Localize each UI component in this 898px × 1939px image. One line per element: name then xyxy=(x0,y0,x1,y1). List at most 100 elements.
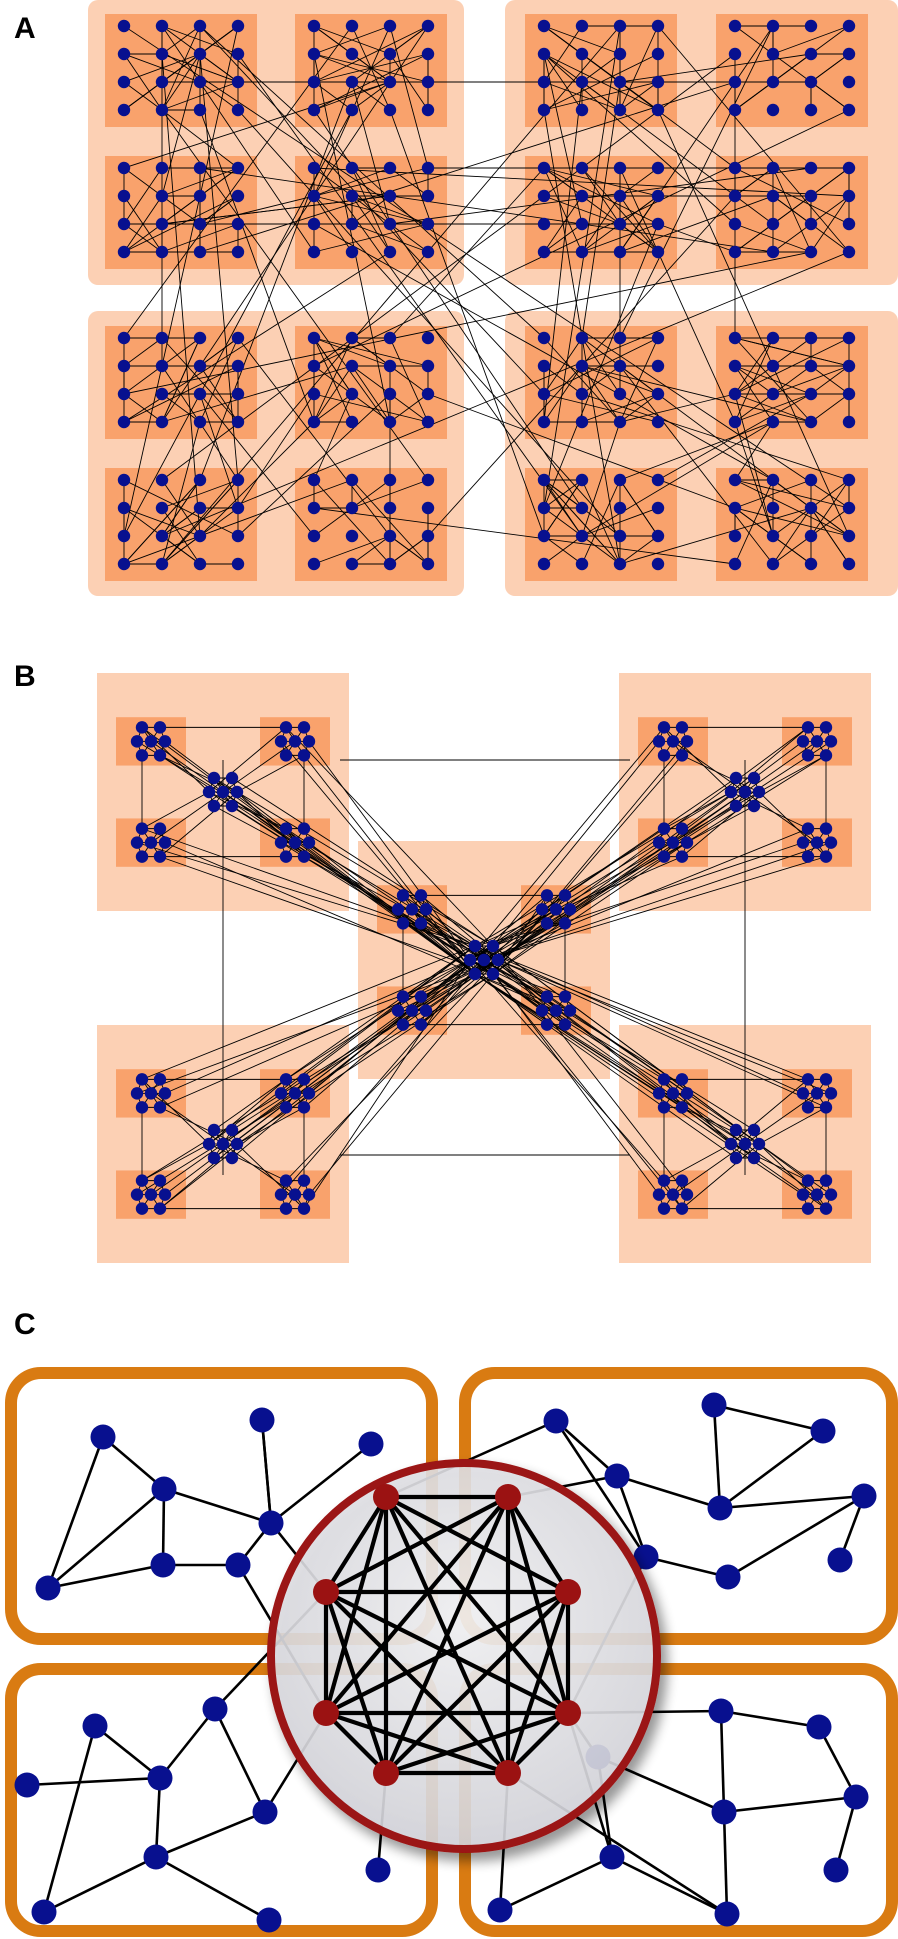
edge xyxy=(713,1403,824,1433)
network-node xyxy=(135,822,149,835)
network-node xyxy=(307,529,321,543)
network-node xyxy=(231,529,245,543)
edge xyxy=(161,25,315,253)
network-node xyxy=(724,1137,738,1151)
edge xyxy=(313,479,391,565)
edge xyxy=(554,1420,648,1558)
network-node xyxy=(117,47,131,61)
edge xyxy=(46,1436,105,1589)
edge xyxy=(213,945,494,1159)
network-node xyxy=(225,771,239,785)
network-node xyxy=(421,217,435,231)
network-node xyxy=(613,387,627,401)
network-node xyxy=(535,1004,549,1017)
network-node xyxy=(575,19,589,33)
network-node xyxy=(414,1018,428,1031)
network-node xyxy=(193,217,207,231)
network-node xyxy=(675,749,689,762)
edge xyxy=(420,923,476,975)
network-node xyxy=(752,785,766,799)
network-node xyxy=(345,359,359,373)
network-node xyxy=(728,103,742,117)
network-node xyxy=(307,75,321,89)
network-node xyxy=(651,415,665,429)
network-node xyxy=(230,785,244,799)
network-node xyxy=(558,990,572,1003)
edge xyxy=(758,754,827,793)
edge xyxy=(734,421,774,537)
network-node xyxy=(297,1174,311,1187)
edge xyxy=(159,1106,238,1145)
network-node xyxy=(537,331,551,345)
network-node xyxy=(135,1101,149,1114)
edge xyxy=(237,109,621,537)
network-node xyxy=(302,1188,316,1201)
network-node xyxy=(90,1424,116,1450)
edge xyxy=(164,959,471,1094)
network-node xyxy=(130,836,144,849)
network-node xyxy=(396,1018,410,1031)
network-node xyxy=(804,245,818,259)
network-node xyxy=(729,771,743,785)
inner-module xyxy=(105,156,257,269)
network-node xyxy=(421,557,435,571)
network-node xyxy=(421,331,435,345)
network-node xyxy=(302,735,316,748)
network-node xyxy=(804,557,818,571)
network-node xyxy=(540,990,554,1003)
edge xyxy=(136,973,494,1196)
network-node xyxy=(150,1552,176,1578)
edge xyxy=(389,167,812,225)
edge xyxy=(313,365,353,423)
network-node xyxy=(279,850,293,863)
edge xyxy=(581,507,659,537)
edge xyxy=(123,81,391,169)
edge xyxy=(734,167,774,197)
network-node xyxy=(153,1073,167,1086)
network-node xyxy=(297,1073,311,1086)
edge xyxy=(734,365,774,395)
network-node xyxy=(383,245,397,259)
network-node xyxy=(345,189,359,203)
edge xyxy=(213,805,476,947)
edge xyxy=(810,195,850,225)
edge xyxy=(161,479,239,565)
network-node xyxy=(463,953,477,967)
edge xyxy=(619,365,774,565)
edge xyxy=(543,25,583,83)
network-node xyxy=(147,1765,173,1791)
network-node xyxy=(414,917,428,930)
network-node xyxy=(575,359,589,373)
edge xyxy=(123,479,353,565)
network-node xyxy=(216,1137,230,1151)
network-node xyxy=(307,387,321,401)
hub-edge xyxy=(324,1495,388,1594)
network-node xyxy=(540,1018,554,1031)
network-node xyxy=(193,557,207,571)
network-node xyxy=(537,359,551,373)
network-node xyxy=(258,1510,284,1536)
network-node xyxy=(345,387,359,401)
edge xyxy=(720,1709,820,1729)
network-node xyxy=(155,331,169,345)
network-node xyxy=(728,415,742,429)
edge xyxy=(351,81,391,225)
edge xyxy=(161,81,239,111)
edge xyxy=(663,791,732,830)
network-node xyxy=(613,415,627,429)
network-node xyxy=(421,387,435,401)
network-node xyxy=(155,19,169,33)
edge xyxy=(123,337,163,367)
edge xyxy=(497,959,832,1094)
edge xyxy=(150,1143,224,1195)
network-node xyxy=(766,103,780,117)
network-node xyxy=(651,529,665,543)
network-node xyxy=(801,749,815,762)
edge xyxy=(543,479,583,537)
network-node xyxy=(307,161,321,175)
network-node xyxy=(575,529,589,543)
edge xyxy=(469,959,566,1025)
network-node xyxy=(728,189,742,203)
edge xyxy=(722,1811,729,1915)
network-node xyxy=(345,47,359,61)
